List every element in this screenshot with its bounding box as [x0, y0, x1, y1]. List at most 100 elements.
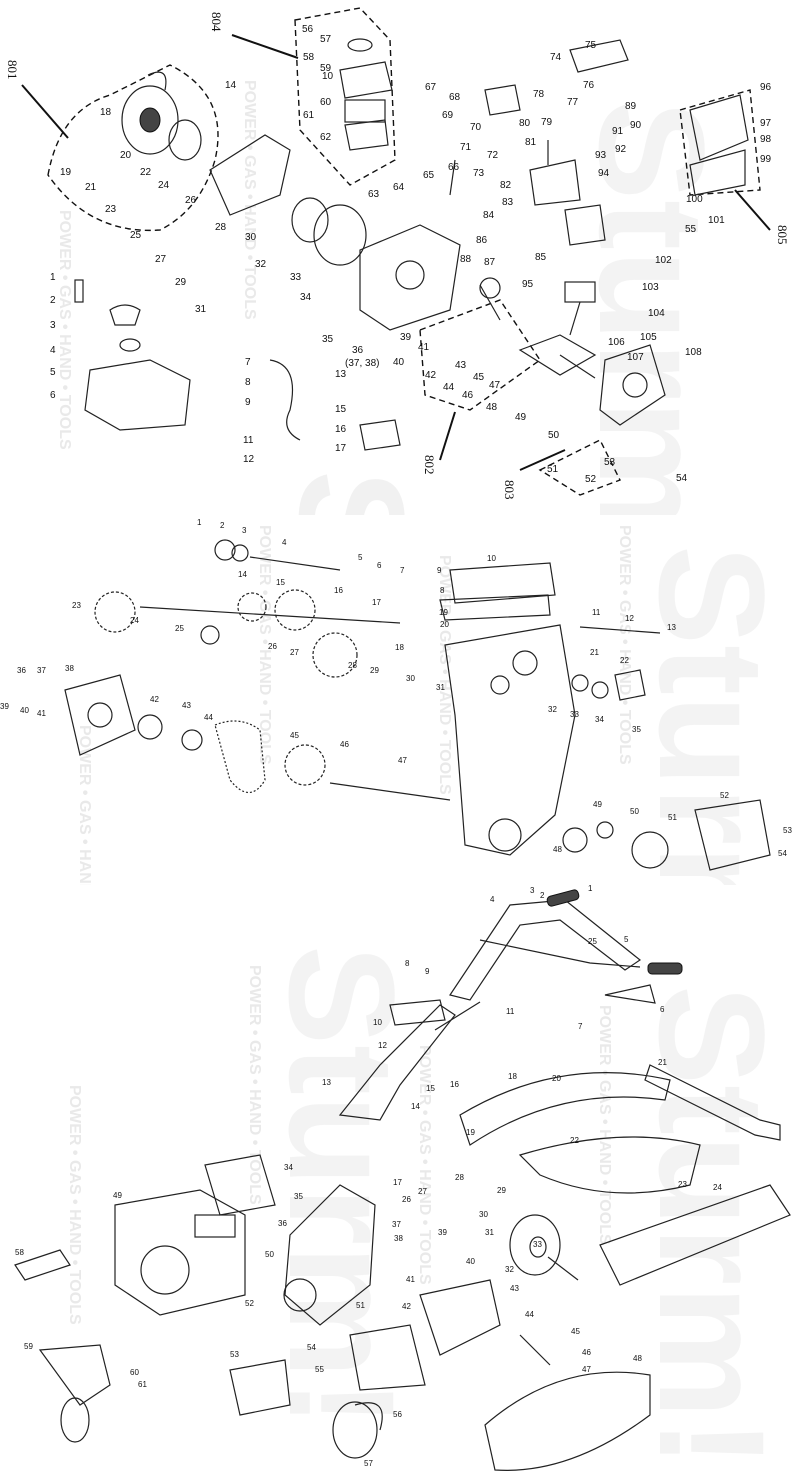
- label-10: 10: [322, 71, 334, 82]
- handlebar-crossbar: [479, 939, 641, 968]
- label-48: 48: [486, 402, 498, 413]
- crankshaft: [518, 334, 597, 376]
- label-97: 97: [760, 118, 772, 129]
- label-8: 8: [245, 377, 251, 388]
- watermark-slogan-4: POWER • GAS • HAND • TOOLS: [436, 555, 453, 795]
- label-83: 83: [502, 197, 514, 208]
- bearing-43: [181, 729, 203, 751]
- label-96: 96: [760, 82, 772, 93]
- frame-exploded-view: POWER • GAS • HAND • TOOLS POWER • GAS •…: [0, 884, 797, 1477]
- fr-label-56: 56: [393, 1410, 402, 1419]
- fr-label-46: 46: [582, 1348, 591, 1357]
- gb-label-52: 52: [720, 791, 729, 800]
- engine-exploded-view: Sturm! POWER • GAS • HAND • TOOLS POWER …: [0, 0, 797, 953]
- fr-label-27: 27: [418, 1187, 427, 1196]
- label-81: 81: [525, 137, 537, 148]
- crankcase-bore: [395, 260, 425, 290]
- gb-label-18: 18: [395, 643, 404, 652]
- gear-large-left: [94, 591, 136, 633]
- fr-label-24: 24: [713, 1183, 722, 1192]
- governor-rod: [449, 159, 456, 196]
- label-75: 75: [585, 40, 597, 51]
- label-84: 84: [483, 210, 495, 221]
- engine-parts: [74, 38, 749, 451]
- seal-33: [591, 681, 609, 699]
- group-805-arrow: [734, 189, 771, 231]
- group-801-arrow: [21, 84, 69, 139]
- group-802-label: 802: [422, 455, 437, 475]
- gb-label-53: 53: [783, 826, 792, 835]
- gb-label-5: 5: [358, 553, 363, 562]
- fr-label-1: 1: [588, 884, 593, 893]
- gb-label-40: 40: [20, 706, 29, 715]
- gasket: [439, 594, 551, 621]
- label-54: 54: [676, 473, 688, 484]
- label-32: 32: [255, 259, 267, 270]
- fr-label-36: 36: [278, 1219, 287, 1228]
- fr-label-35: 35: [294, 1192, 303, 1201]
- label-28: 28: [215, 222, 227, 233]
- label-46: 46: [462, 390, 474, 401]
- label-66: 66: [448, 162, 460, 173]
- cam-gear: [479, 277, 501, 299]
- wheel-45: [509, 1214, 561, 1276]
- label-22: 22: [140, 167, 152, 178]
- label-72: 72: [487, 150, 499, 161]
- rod-16: [434, 1001, 481, 1031]
- label-59: 59: [320, 63, 332, 74]
- plate-34: [614, 669, 646, 701]
- wheel-fork-56: [354, 1402, 383, 1431]
- gb-label-38: 38: [65, 664, 74, 673]
- gear-upper-2: [231, 544, 249, 562]
- label-36: 36: [352, 345, 364, 356]
- label-18: 18: [100, 107, 112, 118]
- group-803-arrow: [519, 449, 566, 471]
- gb-label-3: 3: [242, 526, 247, 535]
- group-markers: [21, 7, 771, 496]
- label-60: 60: [320, 97, 332, 108]
- label-11: 11: [243, 435, 254, 446]
- wheel-57: [332, 1401, 378, 1459]
- label-3: 3: [50, 320, 56, 331]
- gb-label-33: 33: [570, 710, 579, 719]
- label-39: 39: [400, 332, 412, 343]
- fr-label-28: 28: [455, 1173, 464, 1182]
- group-805-outline: [679, 89, 761, 196]
- label-86: 86: [476, 235, 488, 246]
- group-804-outline: [294, 7, 396, 186]
- label-23: 23: [105, 204, 117, 215]
- fr-label-42: 42: [402, 1302, 411, 1311]
- label-24: 24: [158, 180, 170, 191]
- label-55: 55: [685, 224, 697, 235]
- fr-label-33: 33: [533, 1240, 542, 1249]
- shaft-middle: [139, 606, 401, 624]
- output-shaft: [329, 782, 451, 801]
- label-100: 100: [686, 194, 703, 205]
- fr-label-53: 53: [230, 1350, 239, 1359]
- bearing-49: [562, 827, 588, 853]
- frame-parts: [14, 889, 791, 1471]
- gb-label-23: 23: [72, 601, 81, 610]
- recoil-starter-housing: [121, 85, 179, 155]
- bolt-33: [547, 1256, 579, 1281]
- label-45: 45: [473, 372, 485, 383]
- watermark-slogan-2: POWER • GAS • HAND • TOOLS: [241, 80, 258, 320]
- muffler: [689, 94, 749, 161]
- fr-label-21: 21: [658, 1058, 667, 1067]
- label-37-38: (37, 38): [345, 358, 379, 369]
- gb-label-28: 28: [348, 661, 357, 670]
- seal-32: [571, 674, 589, 692]
- label-105: 105: [640, 332, 657, 343]
- shaft-upper: [249, 556, 341, 571]
- fr-label-17: 17: [393, 1178, 402, 1187]
- gb-label-9: 9: [437, 566, 442, 575]
- fr-label-10: 10: [373, 1018, 382, 1027]
- gb-label-47: 47: [398, 756, 407, 765]
- fuel-strainer: [119, 338, 141, 352]
- label-12: 12: [243, 454, 255, 465]
- fr-label-2: 2: [540, 891, 545, 900]
- fr-label-57: 57: [364, 1459, 373, 1468]
- label-73: 73: [473, 168, 485, 179]
- label-90: 90: [630, 120, 642, 131]
- label-1: 1: [50, 272, 56, 283]
